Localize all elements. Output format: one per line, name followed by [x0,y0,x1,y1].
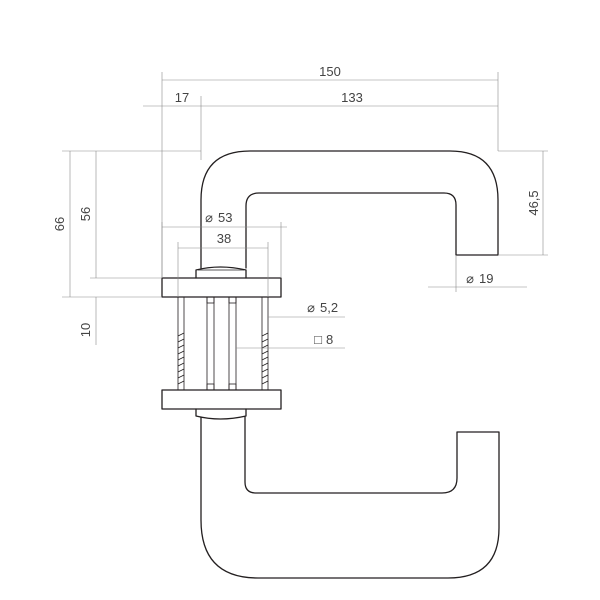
label-56: 56 [78,207,93,221]
label-5-2: 5,2 [320,300,338,315]
square-symbol-8: □ [314,332,322,347]
lower-rose-plate [161,389,282,410]
lower-rose-neck [195,408,247,420]
label-17: 17 [175,90,189,105]
label-53: 53 [218,210,232,225]
label-19: 19 [479,271,493,286]
diameter-symbol-53: ⌀ [205,210,213,225]
label-10: 10 [78,323,93,337]
label-150: 150 [319,64,341,79]
spindle [206,296,237,391]
right-bolt [261,296,269,391]
label-46-5: 46,5 [526,190,541,215]
lower-lever-handle [200,416,500,579]
label-8: 8 [326,332,333,347]
upper-lever-handle [200,150,499,269]
diameter-symbol-19: ⌀ [466,271,474,286]
left-bolt [177,296,185,391]
label-38: 38 [217,231,231,246]
upper-rose-plate [161,277,282,298]
label-66: 66 [52,217,67,231]
upper-rose-neck [195,266,247,279]
diameter-symbol-5-2: ⌀ [307,300,315,315]
label-133: 133 [341,90,363,105]
